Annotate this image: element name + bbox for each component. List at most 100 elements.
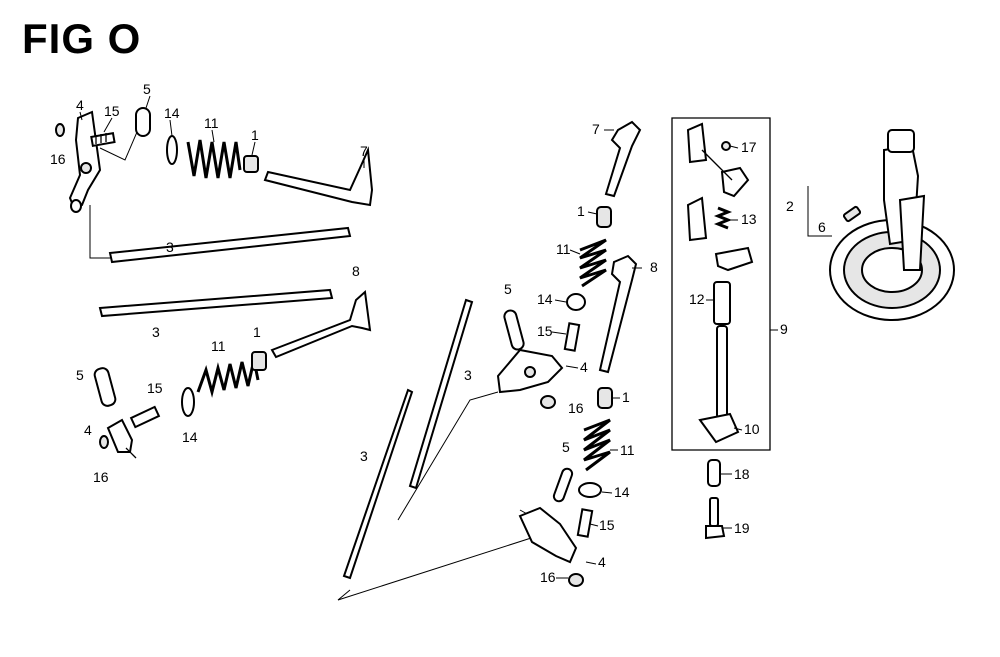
pivot-pin[interactable] (503, 309, 525, 351)
callout-10: 10 (744, 421, 760, 437)
valve[interactable] (270, 289, 372, 359)
callout-4: 4 (580, 359, 588, 375)
spring-retainer[interactable] (166, 135, 178, 165)
callout-17: 17 (741, 139, 757, 155)
weight-arm[interactable] (686, 196, 754, 272)
spring[interactable] (713, 206, 733, 230)
valve-spring[interactable] (196, 359, 260, 398)
valve[interactable] (598, 254, 638, 374)
rocker-arm[interactable] (518, 506, 578, 564)
adjust-screw[interactable] (576, 508, 594, 538)
callout-9: 9 (780, 321, 788, 337)
callout-6: 6 (818, 219, 826, 235)
callout-18: 18 (734, 466, 750, 482)
push-rod[interactable] (108, 226, 352, 264)
callout-7: 7 (592, 121, 600, 137)
adjust-screw[interactable] (129, 405, 161, 429)
pivot-pin[interactable] (552, 467, 574, 503)
callout-3: 3 (166, 239, 174, 255)
valve-seal[interactable] (243, 155, 259, 173)
callout-8: 8 (650, 259, 658, 275)
callout-4: 4 (84, 422, 92, 438)
nut[interactable] (540, 395, 556, 409)
callout-14: 14 (164, 105, 180, 121)
center-assembly (337, 120, 642, 601)
callout-16: 16 (568, 400, 584, 416)
push-rod[interactable] (98, 288, 334, 318)
callout-2: 2 (786, 198, 794, 214)
callouts: 4 5 15 14 11 1 7 16 3 8 3 11 1 5 15 4 14… (50, 81, 826, 585)
callout-3: 3 (360, 448, 368, 464)
callout-3: 3 (152, 324, 160, 340)
callout-14: 14 (537, 291, 553, 307)
rocker-arm[interactable] (496, 348, 564, 394)
callout-4: 4 (598, 554, 606, 570)
nut[interactable] (55, 123, 65, 137)
callout-11: 11 (556, 241, 571, 257)
callout-14: 14 (614, 484, 630, 500)
lower-left-assembly (93, 288, 372, 459)
callout-14: 14 (182, 429, 198, 445)
camshaft[interactable] (829, 129, 955, 321)
callout-12: 12 (689, 291, 705, 307)
spring-retainer[interactable] (578, 482, 602, 498)
callout-15: 15 (104, 103, 120, 119)
camshaft-gear-assembly (807, 129, 955, 321)
rocker-arm[interactable] (68, 110, 102, 213)
valve[interactable] (604, 120, 642, 198)
nut[interactable] (99, 435, 109, 449)
callout-11: 11 (620, 442, 635, 458)
callout-15: 15 (599, 517, 615, 533)
callout-15: 15 (147, 380, 163, 396)
callout-8: 8 (352, 263, 360, 279)
callout-16: 16 (50, 151, 66, 167)
callout-1: 1 (577, 203, 585, 219)
shaft-pin[interactable] (707, 459, 721, 487)
figure-title: FIG O (22, 15, 142, 62)
valve-seal[interactable] (251, 351, 267, 371)
valve-spring[interactable] (186, 139, 242, 179)
valve-spring[interactable] (583, 418, 611, 472)
pivot-pin[interactable] (135, 107, 151, 137)
callout-15: 15 (537, 323, 553, 339)
push-rod[interactable] (342, 388, 414, 580)
callout-1: 1 (622, 389, 630, 405)
callout-1: 1 (253, 324, 261, 340)
callout-5: 5 (76, 367, 84, 383)
valve-seal[interactable] (596, 206, 612, 228)
valve[interactable] (263, 146, 374, 207)
callout-16: 16 (93, 469, 109, 485)
adjust-screw[interactable] (563, 322, 581, 352)
callout-1: 1 (251, 127, 259, 143)
callout-13: 13 (741, 211, 757, 227)
pin[interactable] (721, 141, 731, 151)
callout-16: 16 (540, 569, 556, 585)
spring-pin[interactable] (842, 205, 862, 223)
callout-4: 4 (76, 97, 84, 113)
nut[interactable] (568, 573, 584, 587)
lifter-shaft[interactable] (698, 325, 740, 444)
callout-5: 5 (504, 281, 512, 297)
callout-11: 11 (204, 115, 219, 131)
callout-5: 5 (562, 439, 570, 455)
lifter-sleeve[interactable] (713, 281, 731, 325)
rocker-arm[interactable] (106, 418, 137, 459)
pivot-pin[interactable] (93, 367, 117, 407)
lifter-assembly (671, 117, 771, 540)
adjust-screw[interactable] (90, 132, 116, 148)
assembly-box (671, 117, 771, 451)
bolt[interactable] (705, 497, 726, 540)
valve-seal[interactable] (597, 387, 613, 409)
push-rod[interactable] (408, 298, 474, 490)
spring-retainer[interactable] (566, 293, 586, 311)
callout-5: 5 (143, 81, 151, 97)
weight-arm[interactable] (686, 122, 750, 198)
callout-7: 7 (360, 143, 368, 159)
leader-lines (79, 95, 778, 579)
valve-spring[interactable] (579, 238, 607, 288)
spring-retainer[interactable] (181, 387, 195, 417)
upper-left-assembly (55, 107, 374, 264)
callout-19: 19 (734, 520, 750, 536)
callout-11: 11 (211, 338, 226, 354)
